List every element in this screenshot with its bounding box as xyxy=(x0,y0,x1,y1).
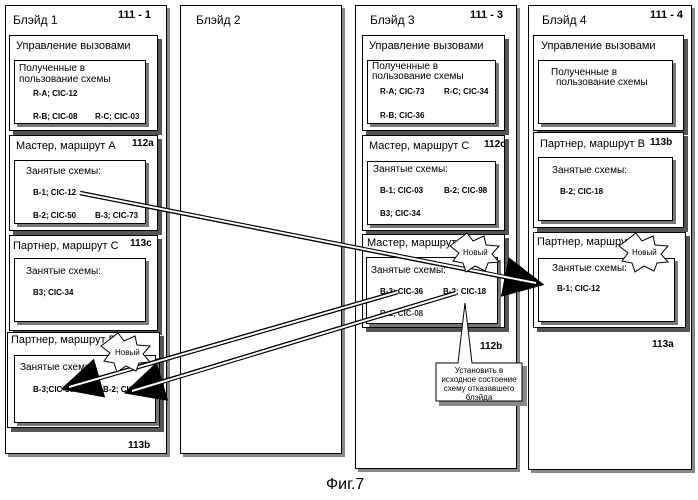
b1-master-a-r2a: B-2; CIC-50 xyxy=(33,211,76,220)
b3-master-b-ref: 112b xyxy=(480,341,502,352)
b3-master-c-busy-title: Занятые схемы: xyxy=(373,164,448,175)
b3-received-r1b: R-C; CIC-34 xyxy=(444,87,488,96)
b4-partner-a-busy-title: Занятые схемы: xyxy=(552,263,627,274)
b3-master-b-r1b: B-2; CIC-18 xyxy=(443,287,486,296)
b1-received-r2b: R-C; CIC-03 xyxy=(95,112,139,121)
b1-partner-c-busy-title: Занятые схемы: xyxy=(26,266,101,277)
b3-master-c-r1b: B-2; CIC-98 xyxy=(444,186,487,195)
b1-partner-c-r1: B3; CIC-34 xyxy=(33,288,73,297)
b1-master-a-r2b: B-3; CIC-73 xyxy=(95,211,138,220)
b4-partner-b-ref: 113b xyxy=(650,137,672,148)
b1-partner-c-title: Партнер, маршрут С xyxy=(13,240,119,252)
b4-partner-a-r1: B-1; CIC-12 xyxy=(557,284,600,293)
blade-3-title: Блэйд 3 xyxy=(370,13,415,27)
b3-master-b-r1a: B-3; CIC-36 xyxy=(380,287,423,296)
b1-partner-b-ref: 113b xyxy=(128,440,150,451)
b1-received-r1: R-A; CIC-12 xyxy=(33,89,77,98)
b1-master-a-ref: 112a xyxy=(132,138,154,149)
b1-received-r2a: R-B; CIC-08 xyxy=(33,112,77,121)
b4-partner-a-ref: 113a xyxy=(652,339,674,350)
callout-line-1: Установить в xyxy=(436,366,522,375)
b1-partner-b-title: Партнер, маршрут В xyxy=(11,334,116,346)
b1-master-a-r1: B-1; CIC-12 xyxy=(33,188,76,197)
b3-received-r2: R-B; CIC-36 xyxy=(380,111,424,120)
callout-line-2: исходное состоение xyxy=(436,375,522,384)
b3-received-r1a: R-A; CIC-73 xyxy=(380,87,424,96)
b1-received-l1: Полученные в xyxy=(19,63,85,74)
b4-partner-b-busy-title: Занятые схемы: xyxy=(552,165,627,176)
blade-4-title: Блэйд 4 xyxy=(542,13,587,27)
b3-new-badge-label: Новый xyxy=(463,248,488,257)
b3-master-b-title: Мастер, маршрут В xyxy=(367,237,467,249)
b1-call-control-title: Управление вызовами xyxy=(16,40,131,52)
blade-1-id: 111 - 1 xyxy=(118,9,151,21)
b4-received-l2: пользование схемы xyxy=(556,77,648,88)
b3-call-control-title: Управление вызовами xyxy=(369,40,484,52)
blade-1-title: Блэйд 1 xyxy=(13,13,58,27)
blade-2 xyxy=(180,5,342,454)
callout-line-3: схему отказавшего xyxy=(436,384,522,393)
blade-3-id: 111 - 3 xyxy=(470,9,503,21)
blade-2-title: Блэйд 2 xyxy=(196,13,241,27)
b1-partner-b-r1b: B-2; CIC-18 xyxy=(103,385,146,394)
b1-master-a-busy-title: Занятые схемы: xyxy=(26,166,101,177)
b3-master-b-busy-title: Занятые схемы: xyxy=(371,265,446,276)
b1-master-a-title: Мастер, маршрут А xyxy=(16,140,116,152)
b4-partner-a-title: Партнер, маршрут А xyxy=(537,236,642,248)
callout-line-4: блэйда xyxy=(436,393,522,402)
b4-new-badge-label: Новый xyxy=(632,248,657,257)
b4-call-control-title: Управление вызовами xyxy=(541,40,656,52)
b3-master-c-r2: B3; CIC-34 xyxy=(380,209,420,218)
b1-partner-c-ref: 113c xyxy=(130,238,152,249)
b4-partner-b-r1: B-2; CIC-18 xyxy=(560,187,603,196)
b1-received-l2: пользование схемы xyxy=(19,74,111,85)
b1-partner-b-r1a: B-3;CIC-36 xyxy=(33,385,74,394)
b3-master-c-ref: 112c xyxy=(484,139,506,150)
b4-partner-b-title: Партнер, маршрут В xyxy=(540,138,645,150)
b3-master-c-title: Мастер, маршрут С xyxy=(369,140,469,152)
b3-master-c-r1a: B-1; CIC-03 xyxy=(380,186,423,195)
figure-caption: Фиг.7 xyxy=(326,476,364,494)
b3-master-b-r2: B-1; CIC-08 xyxy=(380,309,423,318)
b1-partner-b-busy-title: Занятые схемы: xyxy=(20,362,95,373)
b3-received-l2: пользование схемы xyxy=(372,71,464,82)
blade-4-id: 111 - 4 xyxy=(650,9,683,21)
b1-new-badge-label: Новый xyxy=(115,348,140,357)
